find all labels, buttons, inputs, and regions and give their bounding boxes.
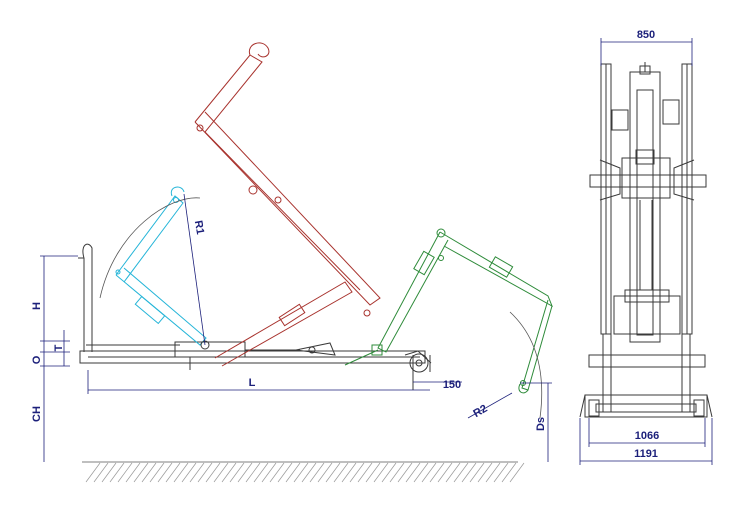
ground-hatch-stroke	[117, 462, 133, 483]
ground-hatch-stroke	[477, 462, 493, 483]
dim-label-h: H	[31, 302, 43, 310]
ground-hatch-stroke	[485, 462, 501, 483]
ground-hatch-stroke	[261, 462, 277, 483]
ground-hatch-stroke	[429, 462, 445, 483]
ground-hatch-stroke	[405, 462, 421, 483]
dim-label-width-top: 850	[637, 29, 655, 41]
base-frame	[79, 341, 432, 390]
ground-hatch-stroke	[341, 462, 357, 483]
arm-raised-position	[194, 42, 381, 367]
ground-hatch-stroke	[357, 462, 373, 483]
dim-label-ch: CH	[31, 406, 43, 422]
ground-hatch-stroke	[229, 462, 245, 483]
radius-arcs	[99, 193, 543, 419]
ground-hatch-stroke	[93, 462, 109, 483]
ground-hatch-stroke	[101, 462, 117, 483]
dim-label-r1: R1	[192, 220, 206, 236]
dim-label-t: T	[53, 344, 65, 351]
ground-hatch-stroke	[445, 462, 461, 483]
dim-label-width-bottom: 1191	[634, 448, 658, 460]
ground-hatch-stroke	[509, 462, 525, 483]
ground-hatch-stroke	[461, 462, 477, 483]
ground-hatch-stroke	[181, 462, 197, 483]
dim-label-offset: 150	[443, 379, 461, 391]
ground-hatch-stroke	[389, 462, 405, 483]
dimension-lines-front	[579, 38, 713, 465]
ground-hatch-stroke	[365, 462, 381, 483]
ground-hatch-stroke	[205, 462, 221, 483]
ground-hatch-stroke	[245, 462, 261, 483]
ground-hatch-stroke	[397, 462, 413, 483]
ground-hatch-stroke	[285, 462, 301, 483]
dim-label-ds: Ds	[535, 417, 547, 431]
dim-label-o: O	[31, 355, 43, 364]
arm-mid-position	[115, 186, 207, 346]
arm-tipped-position	[344, 228, 553, 394]
ground-hatch-stroke	[469, 462, 485, 483]
ground-hatch-stroke	[165, 462, 181, 483]
ground-hatch-stroke	[221, 462, 237, 483]
ground-hatch-stroke	[325, 462, 341, 483]
dim-label-l: L	[249, 377, 256, 389]
ground-hatch-stroke	[413, 462, 429, 483]
ground-hatch-stroke	[213, 462, 229, 483]
dim-label-width-mid: 1066	[635, 430, 659, 442]
ground-hatch-stroke	[421, 462, 437, 483]
ground-hatch-stroke	[197, 462, 213, 483]
ground-hatch-stroke	[373, 462, 389, 483]
ground-hatch-stroke	[109, 462, 125, 483]
ground-hatch-stroke	[149, 462, 165, 483]
ground-hatch-stroke	[125, 462, 141, 483]
ground-hatch-stroke	[317, 462, 333, 483]
ground-hatch-stroke	[237, 462, 253, 483]
ground-hatch-stroke	[277, 462, 293, 483]
ground-hatch-stroke	[189, 462, 205, 483]
front-view	[579, 62, 713, 418]
ground-hatch-stroke	[493, 462, 509, 483]
ground-hatch-stroke	[253, 462, 269, 483]
ground-hatch-stroke	[157, 462, 173, 483]
ground-hatch-stroke	[333, 462, 349, 483]
ground-hatch-stroke	[501, 462, 517, 483]
frame-fittings	[100, 340, 336, 370]
ground-hatch-stroke	[133, 462, 149, 483]
ground-hatch-stroke	[301, 462, 317, 483]
ground-hatch-stroke	[85, 462, 101, 483]
ground-hatch-stroke	[453, 462, 469, 483]
ground-hatch-stroke	[293, 462, 309, 483]
ground-hatch	[82, 461, 525, 483]
dimension-lines-side	[40, 255, 552, 462]
ground-hatch-stroke	[349, 462, 365, 483]
ground-hatch-stroke	[173, 462, 189, 483]
ground-hatch-stroke	[437, 462, 453, 483]
dim-label-r2: R2	[471, 403, 489, 420]
ground-hatch-stroke	[381, 462, 397, 483]
front-hook-post	[78, 243, 93, 352]
ground-hatch-stroke	[309, 462, 325, 483]
ground-hatch-stroke	[141, 462, 157, 483]
ground-hatch-stroke	[269, 462, 285, 483]
